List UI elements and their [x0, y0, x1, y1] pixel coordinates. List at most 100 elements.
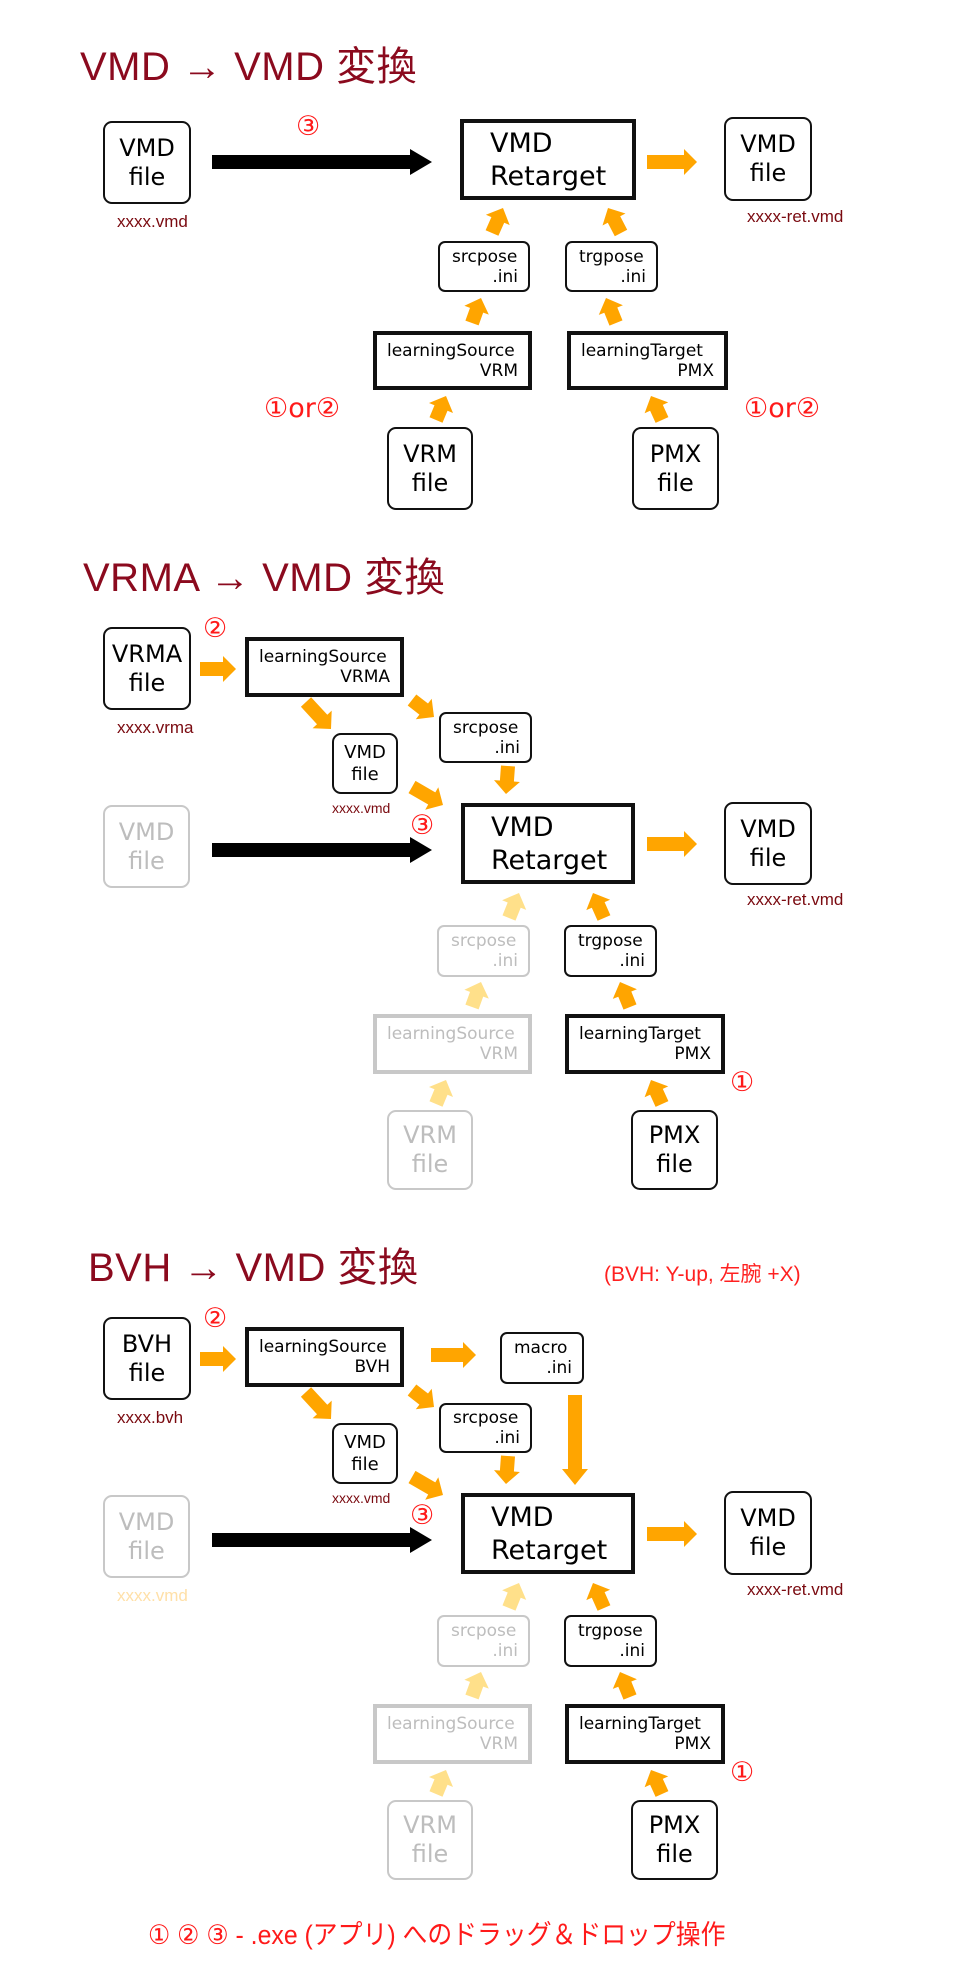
learning-target-pmx-tool[interactable]: learningTarget PMX	[565, 1014, 725, 1074]
intermediate-filename: xxxx.vmd	[332, 800, 391, 816]
footer-legend: ① ② ③ - .exe (アプリ) へのドラッグ＆ドロップ操作	[148, 1920, 726, 1950]
tool-name-line2: Retarget	[491, 1534, 608, 1566]
trgpose-ini[interactable]: trgpose .ini	[565, 241, 658, 292]
output-filename: xxxx-ret.vmd	[747, 1580, 844, 1599]
output-vmd-file[interactable]: VMD file	[724, 802, 812, 885]
ini-name: trgpose	[579, 246, 644, 267]
learning-target-pmx-tool[interactable]: learningTarget PMX	[567, 331, 728, 390]
srcpose-ini[interactable]: srcpose .ini	[439, 712, 532, 763]
trgpose-ini[interactable]: trgpose .ini	[564, 925, 657, 977]
arrow-vrm-to-learnsrc	[429, 396, 453, 423]
output-filename: xxxx-ret.vmd	[747, 207, 844, 226]
pmx-model-file[interactable]: PMX file	[631, 1800, 718, 1880]
s3-arrow-faded-srcpose-to-retarget	[502, 1583, 527, 1611]
ini-name: srcpose	[453, 1408, 519, 1428]
tool-name: learningSource	[387, 340, 515, 361]
learning-source-vrma-tool[interactable]: learningSource VRMA	[245, 637, 404, 697]
step-marker-3: ③	[296, 111, 321, 142]
output-vmd-file[interactable]: VMD file	[724, 117, 812, 201]
tool-variant: PMX	[674, 1734, 711, 1754]
arrow-retarget-to-output	[647, 149, 697, 175]
intermediate-filename: xxxx.vmd	[332, 1490, 391, 1506]
pmx-model-file[interactable]: PMX file	[631, 1110, 718, 1190]
learning-source-bvh-tool[interactable]: learningSource BVH	[245, 1327, 404, 1387]
vmd-retarget-tool[interactable]: VMD Retarget	[461, 1493, 635, 1574]
intermediate-vmd-file[interactable]: VMD file	[332, 733, 398, 794]
section-title-vmd-to-vmd: VMD → VMD 変換	[80, 45, 418, 89]
s2-arrow-faded-learnsrc-to-srcpose	[464, 982, 489, 1010]
ini-ext: .ini	[620, 266, 646, 287]
ini-name: srcpose	[451, 1621, 517, 1641]
ini-ext: .ini	[494, 737, 520, 758]
ini-name: srcpose	[452, 246, 518, 267]
step-marker-3: ③	[410, 1500, 435, 1531]
faded-learning-source-vrm-tool: learningSource VRM	[373, 1014, 532, 1074]
tool-name-line1: VMD	[490, 127, 553, 159]
s3-arrow-faded-learnsrc-to-srcpose	[464, 1672, 489, 1700]
s2-arrow-learntgt-to-trgpose	[612, 982, 637, 1010]
tool-name-line1: VMD	[491, 811, 554, 843]
file-type: PMX	[648, 1811, 701, 1839]
tool-name: learningSource	[387, 1714, 515, 1734]
tool-variant: VRMA	[340, 667, 390, 687]
vmd-retarget-tool[interactable]: VMD Retarget	[460, 119, 636, 200]
file-type: VRM	[403, 1811, 457, 1839]
section-title-bvh-to-vmd: BVH → VMD 変換	[88, 1246, 419, 1290]
arrow-input-to-retarget	[212, 149, 432, 175]
file-label: file	[749, 843, 787, 872]
s3-arrow-faded-input-to-retarget	[212, 1527, 432, 1553]
arrow-trgpose-to-retarget	[602, 208, 628, 237]
ini-ext: .ini	[619, 951, 645, 971]
tool-name-line2: Retarget	[490, 160, 607, 192]
intermediate-vmd-file[interactable]: VMD file	[332, 1423, 398, 1484]
tool-name-line1: VMD	[491, 1501, 554, 1533]
srcpose-ini[interactable]: srcpose .ini	[439, 1403, 532, 1453]
bvh-axis-note: (BVH: Y-up, 左腕 +X)	[604, 1263, 801, 1286]
tool-name: learningSource	[259, 647, 387, 667]
vmd-retarget-tool[interactable]: VMD Retarget	[461, 803, 635, 884]
step-marker-2: ②	[203, 613, 228, 644]
file-type: VMD	[740, 814, 796, 843]
faded-input-filename: xxxx.vmd	[117, 1586, 188, 1605]
step-marker-1-or-2-source: ①or②	[264, 393, 341, 424]
step-marker-3: ③	[410, 810, 435, 841]
file-label: file	[656, 1840, 693, 1868]
learning-target-pmx-tool[interactable]: learningTarget PMX	[565, 1704, 725, 1764]
s3-arrow-trgpose-to-retarget	[586, 1583, 611, 1611]
s2-arrow-trgpose-to-retarget	[586, 893, 611, 921]
trgpose-ini[interactable]: trgpose .ini	[564, 1615, 657, 1667]
ini-ext: .ini	[619, 1641, 645, 1661]
s2-arrow-srcpose-to-retarget	[494, 765, 520, 794]
s2-arrow-learnsrc-to-srcpose	[407, 694, 434, 720]
input-filename: xxxx.bvh	[117, 1408, 184, 1427]
tool-variant: VRM	[479, 360, 518, 381]
arrow-learnsrc-to-srcpose	[464, 298, 489, 326]
learning-source-vrm-tool[interactable]: learningSource VRM	[373, 331, 532, 390]
srcpose-ini[interactable]: srcpose .ini	[438, 241, 530, 292]
file-type: VMD	[740, 130, 796, 158]
arrow-pmx-to-learntgt	[644, 396, 669, 423]
s2-arrow-vmd-to-retarget	[408, 780, 443, 810]
ini-ext: .ini	[494, 1428, 520, 1448]
file-type: VMD	[344, 1431, 386, 1453]
faded-srcpose-ini: srcpose .ini	[437, 1615, 530, 1667]
file-label: file	[128, 668, 166, 697]
output-vmd-file[interactable]: VMD file	[724, 1491, 812, 1575]
macro-ini[interactable]: macro .ini	[500, 1332, 584, 1384]
input-bvh-file[interactable]: BVH file	[103, 1317, 191, 1400]
faded-learning-source-vrm-tool: learningSource VRM	[373, 1704, 532, 1764]
input-vmd-file[interactable]: VMD file	[103, 121, 191, 204]
step-marker-2: ②	[203, 1303, 228, 1334]
input-vrma-file[interactable]: VRMA file	[103, 627, 191, 710]
file-label: file	[128, 846, 165, 875]
s2-arrow-faded-srcpose-to-retarget	[502, 893, 527, 921]
pmx-model-file[interactable]: PMX file	[632, 427, 719, 510]
faded-vrm-model-file: VRM file	[387, 1110, 473, 1190]
s3-arrow-macro-to-retarget	[562, 1395, 588, 1485]
section-title-vrma-to-vmd: VRMA → VMD 変換	[83, 556, 446, 600]
tool-name: learningSource	[259, 1337, 387, 1357]
s3-arrow-learnsrc-to-vmd	[300, 1387, 332, 1419]
vrm-model-file[interactable]: VRM file	[387, 427, 473, 510]
faded-vrm-model-file: VRM file	[387, 1800, 473, 1880]
